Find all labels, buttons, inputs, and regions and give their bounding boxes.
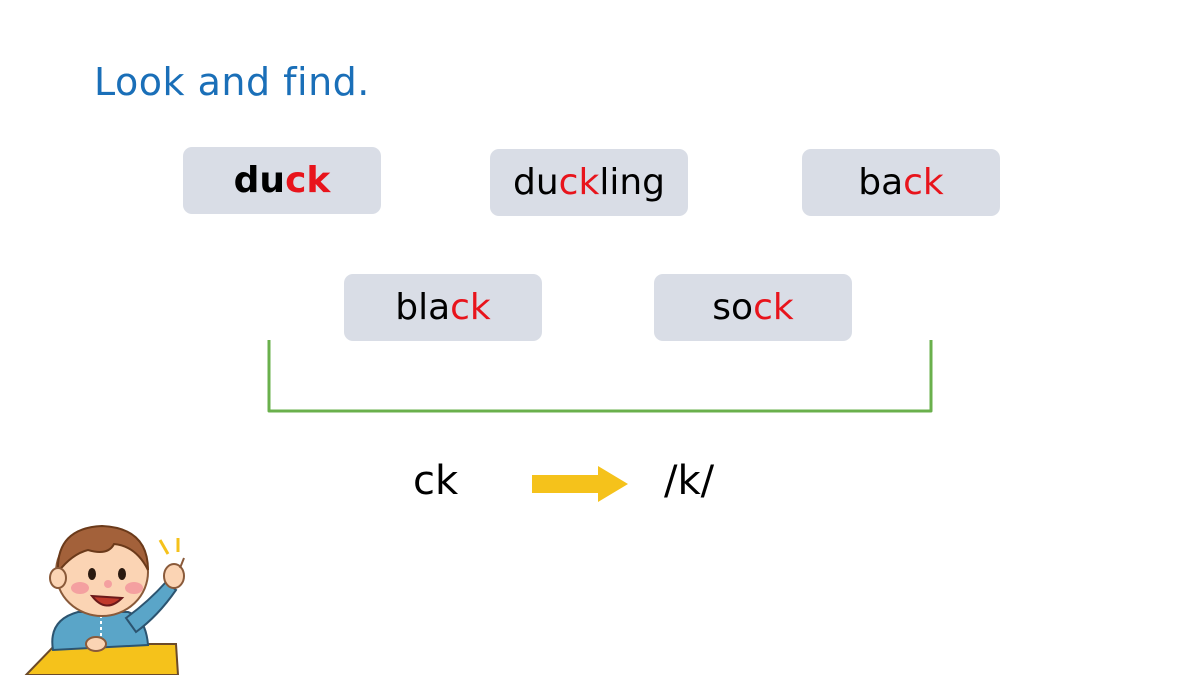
word-part-highlight: ck — [285, 160, 331, 201]
word-part-highlight: ck — [558, 162, 600, 203]
rule-sound: /k/ — [664, 458, 715, 504]
rule-letters: ck — [413, 458, 459, 504]
word-part: ling — [599, 162, 665, 203]
word-part: ba — [858, 162, 904, 203]
grouping-bracket — [267, 340, 933, 413]
word-part-highlight: ck — [903, 162, 944, 203]
arrow-right-icon — [532, 466, 628, 502]
word-part-highlight: ck — [753, 287, 794, 328]
word-part: so — [712, 287, 754, 328]
word-part: du — [513, 162, 559, 203]
word-part: du — [233, 160, 286, 201]
word-part: bla — [395, 287, 451, 328]
boy-raising-hand-icon — [24, 524, 185, 675]
word-part-highlight: ck — [450, 287, 491, 328]
slide-title: Look and find. — [94, 60, 370, 104]
